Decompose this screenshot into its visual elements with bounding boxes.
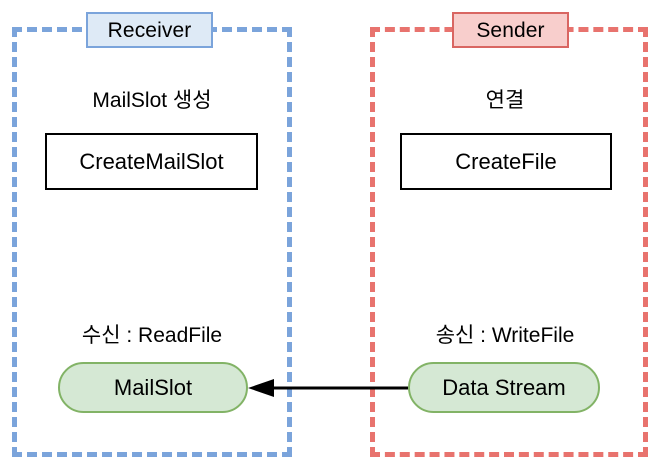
mailslot-node: MailSlot [58,362,248,413]
receiver-title-badge: Receiver [86,12,213,48]
data-stream-node: Data Stream [408,362,600,413]
sender-io-caption: 송신 : WriteFile [435,324,575,347]
receiver-step-caption: MailSlot 생성 [92,89,212,112]
sender-api-label: CreateFile [455,148,557,174]
mailslot-node-label: MailSlot [113,374,193,400]
data-stream-node-label: Data Stream [442,374,566,400]
sender-title-label: Sender [476,18,545,42]
receiver-title-label: Receiver [107,18,192,42]
sender-api-box: CreateFile [400,133,612,190]
sender-title-badge: Sender [452,12,569,48]
receiver-io-caption: 수신 : ReadFile [81,324,223,347]
receiver-api-label: CreateMailSlot [79,148,224,174]
receiver-api-box: CreateMailSlot [45,133,258,190]
sender-step-caption: 연결 [485,89,525,112]
